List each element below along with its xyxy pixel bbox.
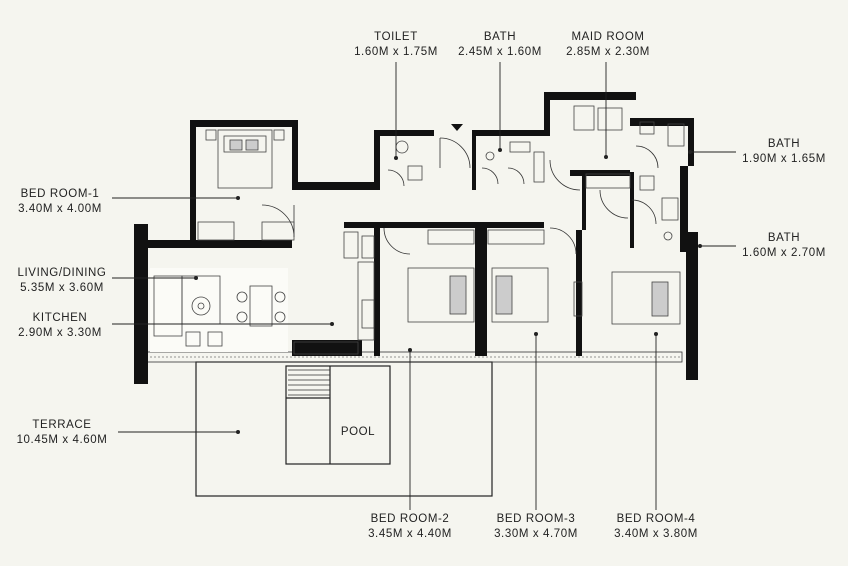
room-name: KITCHEN [32, 312, 88, 324]
pool-name: POOL [340, 426, 376, 438]
label-kitchen: KITCHEN 2.90M x 3.30M [10, 311, 110, 341]
room-size: 5.35M x 3.60M [20, 282, 104, 294]
room-size: 3.30M x 4.70M [494, 528, 578, 540]
leader-lines [112, 62, 736, 510]
label-bed-room-4: BED ROOM-4 3.40M x 3.80M [604, 512, 708, 542]
room-size: 10.45M x 4.60M [16, 434, 108, 446]
room-name: BATH [483, 31, 517, 43]
label-living-dining: LIVING/DINING 5.35M x 3.60M [10, 266, 114, 296]
door-swings [261, 137, 659, 255]
room-name: TERRACE [32, 419, 92, 431]
entry-arrow-icon [451, 124, 463, 131]
room-name: BATH [767, 138, 801, 150]
label-pool: POOL [330, 425, 386, 440]
bedroom-2-3-4-furniture [407, 229, 681, 325]
bathroom-fixtures [395, 105, 685, 241]
living-dining-furniture [150, 268, 288, 352]
room-size: 2.90M x 3.30M [18, 327, 102, 339]
balcony-strip [145, 351, 683, 363]
room-name: TOILET [374, 31, 418, 43]
label-toilet: TOILET 1.60M x 1.75M [348, 30, 444, 60]
room-size: 2.85M x 2.30M [566, 46, 650, 58]
room-size: 3.40M x 4.00M [18, 203, 102, 215]
room-name: BED ROOM-2 [370, 513, 450, 525]
label-maid-room: MAID ROOM 2.85M x 2.30M [556, 30, 660, 60]
label-bath-right-1: BATH 1.90M x 1.65M [736, 137, 832, 167]
bed-room-1-furniture [197, 129, 295, 241]
kitchen-fixtures [293, 231, 375, 355]
label-bed-room-2: BED ROOM-2 3.45M x 4.40M [358, 512, 462, 542]
label-bed-room-3: BED ROOM-3 3.30M x 4.70M [484, 512, 588, 542]
walls [134, 92, 698, 384]
label-bed-room-1: BED ROOM-1 3.40M x 4.00M [10, 187, 110, 217]
pool-stairs [288, 369, 330, 396]
room-size: 3.45M x 4.40M [368, 528, 452, 540]
room-name: MAID ROOM [571, 31, 645, 43]
room-size: 1.60M x 2.70M [742, 247, 826, 259]
leader-dots [194, 148, 702, 434]
room-name: LIVING/DINING [17, 267, 107, 279]
label-terrace: TERRACE 10.45M x 4.60M [6, 418, 118, 448]
room-name: BED ROOM-1 [20, 188, 100, 200]
room-size: 1.90M x 1.65M [742, 153, 826, 165]
room-name: BATH [767, 232, 801, 244]
label-bath-right-2: BATH 1.60M x 2.70M [736, 231, 832, 261]
room-size: 2.45M x 1.60M [458, 46, 542, 58]
room-size: 1.60M x 1.75M [354, 46, 438, 58]
label-bath-top: BATH 2.45M x 1.60M [452, 30, 548, 60]
room-name: BED ROOM-3 [496, 513, 576, 525]
room-name: BED ROOM-4 [616, 513, 696, 525]
room-size: 3.40M x 3.80M [614, 528, 698, 540]
